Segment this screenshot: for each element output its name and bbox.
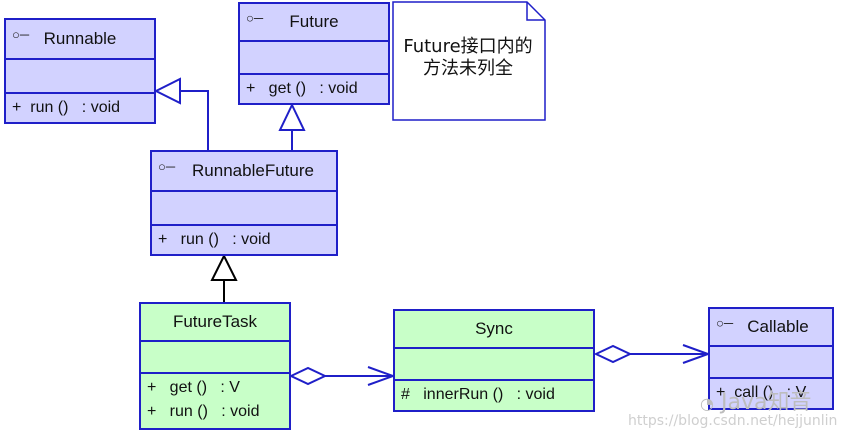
watermark-url: https://blog.csdn.net/hejjunlin — [628, 413, 838, 429]
class-name-section: ○─ Future — [240, 4, 388, 40]
operations-section: + get () : void — [240, 73, 388, 103]
class-name-section: ○─ Runnable — [6, 20, 154, 58]
interface-icon: ○─ — [246, 10, 264, 26]
class-futuretask: FutureTask + get () : V + run () : void — [139, 302, 291, 430]
attributes-section — [240, 40, 388, 73]
class-name: Callable — [747, 317, 809, 336]
note-fold — [526, 2, 545, 21]
operation: + run () : void — [147, 403, 260, 420]
class-name: FutureTask — [172, 312, 258, 331]
operations-section: + call () : V — [710, 377, 832, 408]
attributes-section — [395, 347, 593, 379]
operation: # innerRun () : void — [401, 386, 555, 403]
class-callable: ○─ Callable + call () : V — [708, 307, 834, 410]
class-future: ○─ Future + get () : void — [238, 2, 390, 105]
runnable-generalization-line — [180, 90, 209, 150]
runnablefuture-generalization-arrow — [210, 253, 238, 281]
interface-icon: ○─ — [12, 27, 30, 43]
sync-aggregation-diamond — [593, 344, 633, 364]
note-box — [392, 1, 546, 121]
class-name-section: ○─ Callable — [710, 309, 832, 345]
class-name: Future — [289, 12, 339, 31]
operation: + get () : V — [147, 379, 240, 396]
attributes-section — [152, 190, 336, 224]
class-runnablefuture: ○─ RunnableFuture + run () : void — [150, 150, 338, 256]
runnable-generalization-arrow — [153, 77, 181, 105]
future-generalization-arrow — [278, 102, 306, 131]
watermark-logo: ◔ Java知音 — [700, 384, 811, 416]
operation: + get () : void — [246, 80, 358, 97]
class-name: Runnable — [43, 29, 117, 48]
wechat-icon: ◔ — [700, 394, 714, 413]
operations-section: + get () : V + run () : void — [141, 372, 289, 428]
operations-section: + run () : void — [6, 92, 154, 122]
operation: + call () : V — [716, 384, 807, 401]
attributes-section — [141, 340, 289, 372]
interface-icon: ○─ — [158, 159, 176, 175]
attributes-section — [6, 58, 154, 92]
operations-section: # innerRun () : void — [395, 379, 593, 410]
class-name: RunnableFuture — [192, 161, 314, 180]
operations-section: + run () : void — [152, 224, 336, 254]
note-line: Future接口内的 — [403, 36, 533, 57]
note-line: 方法未列全 — [423, 58, 513, 79]
class-name-section: FutureTask — [141, 304, 289, 340]
note-text: Future接口内的 方法未列全 — [392, 36, 544, 80]
operation: + run () : void — [12, 99, 121, 116]
class-name: Sync — [475, 319, 513, 338]
operation: + run () : void — [158, 231, 271, 248]
interface-icon: ○─ — [716, 315, 734, 331]
class-sync: Sync # innerRun () : void — [393, 309, 595, 412]
watermark-logo-text: Java知音 — [720, 390, 812, 415]
class-name-section: Sync — [395, 311, 593, 347]
class-runnable: ○─ Runnable + run () : void — [4, 18, 156, 124]
futuretask-aggregation-diamond — [288, 366, 328, 386]
class-name-section: ○─ RunnableFuture — [152, 152, 336, 190]
attributes-section — [710, 345, 832, 377]
